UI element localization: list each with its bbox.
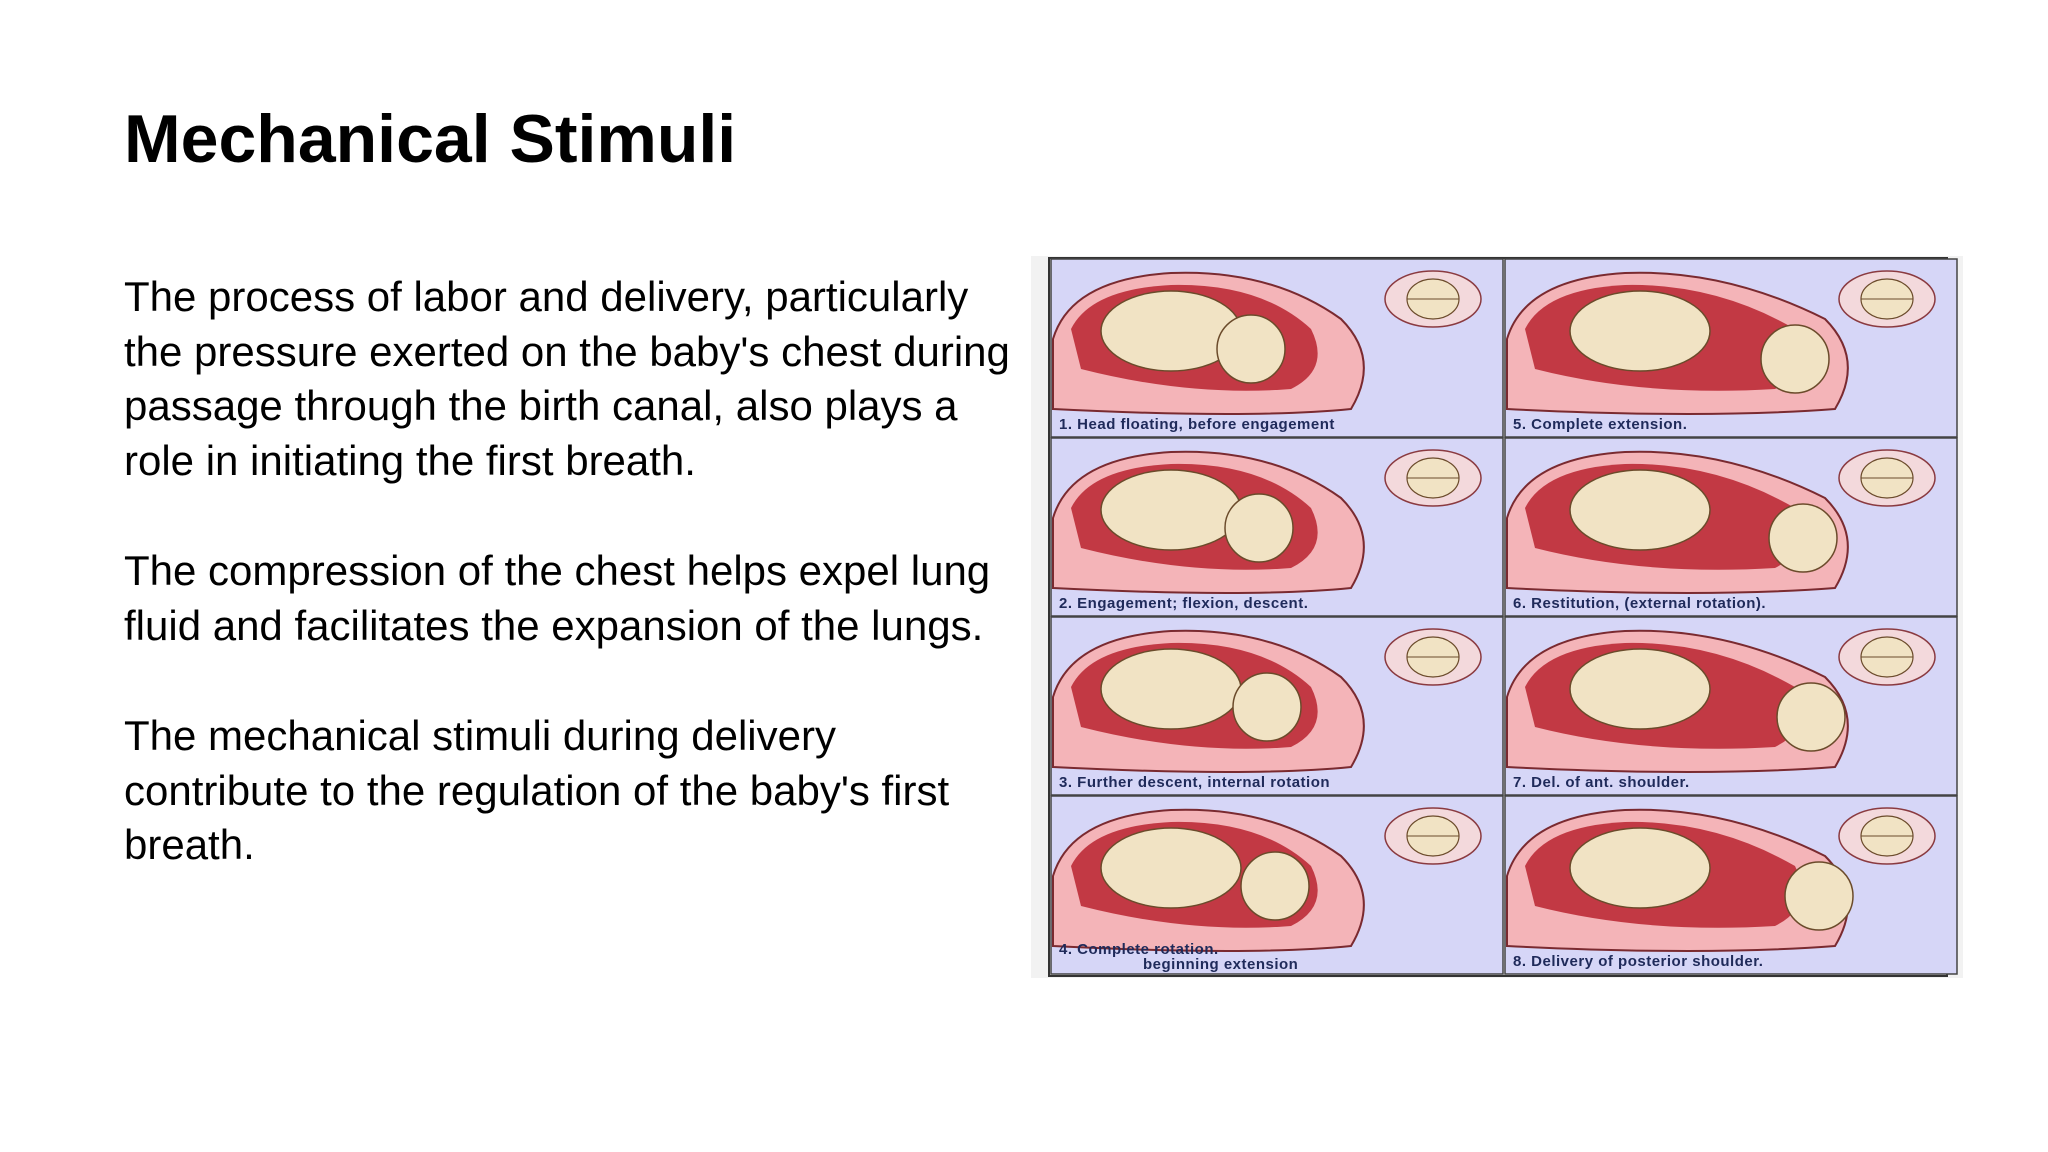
fetus-body — [1100, 469, 1242, 551]
panel-5-label: 3. Further descent, internal rotation — [1059, 774, 1330, 791]
panel-1: 1. Head floating, before engagement — [1050, 258, 1504, 438]
panel-6: 7. Del. of ant. shoulder. — [1504, 616, 1958, 796]
fetal-head — [1240, 851, 1310, 921]
slide-body: The process of labor and delivery, parti… — [124, 270, 1024, 929]
panel-5: 3. Further descent, internal rotation — [1050, 616, 1504, 796]
panel-3: 2. Engagement; flexion, descent. — [1050, 437, 1504, 617]
labor-stages-illustration: 1. Head floating, before engagement 5. Co… — [1048, 257, 1958, 977]
fetus-body — [1569, 648, 1711, 730]
panel-7: 4. Complete rotation.beginning extension — [1050, 795, 1504, 975]
paragraph-3: The mechanical stimuli during delivery c… — [124, 712, 950, 868]
fetus-body — [1569, 469, 1711, 551]
fetal-head — [1784, 861, 1854, 931]
panel-8-label: 8. Delivery of posterior shoulder. — [1513, 953, 1763, 970]
panel-1-label: 1. Head floating, before engagement — [1059, 416, 1335, 433]
panel-8: 8. Delivery of posterior shoulder. — [1504, 795, 1958, 975]
panel-6-label: 7. Del. of ant. shoulder. — [1513, 774, 1690, 791]
fetal-head — [1216, 314, 1286, 384]
fetus-body — [1569, 290, 1711, 372]
panel-4-label: 6. Restitution, (external rotation). — [1513, 595, 1766, 612]
fetus-body — [1100, 827, 1242, 909]
panel-3-label: 2. Engagement; flexion, descent. — [1059, 595, 1308, 612]
panel-7-label-line2: beginning extension — [1143, 956, 1298, 973]
panel-2-label: 5. Complete extension. — [1513, 416, 1687, 433]
fetal-head — [1224, 493, 1294, 563]
paragraph-2: The compression of the chest helps expel… — [124, 547, 991, 649]
fetal-head — [1768, 503, 1838, 573]
labor-stages-figure: 1. Head floating, before engagement 5. Co… — [1031, 256, 1963, 978]
fetal-head — [1760, 324, 1830, 394]
panel-2: 5. Complete extension. — [1504, 258, 1958, 438]
fetus-body — [1100, 648, 1242, 730]
fetus-body — [1569, 827, 1711, 909]
slide-title: Mechanical Stimuli — [124, 101, 737, 177]
panel-4: 6. Restitution, (external rotation). — [1504, 437, 1958, 617]
fetal-head — [1232, 672, 1302, 742]
fetal-head — [1776, 682, 1846, 752]
panel-7-label: 4. Complete rotation. — [1059, 941, 1219, 958]
paragraph-1: The process of labor and delivery, parti… — [124, 273, 1010, 484]
